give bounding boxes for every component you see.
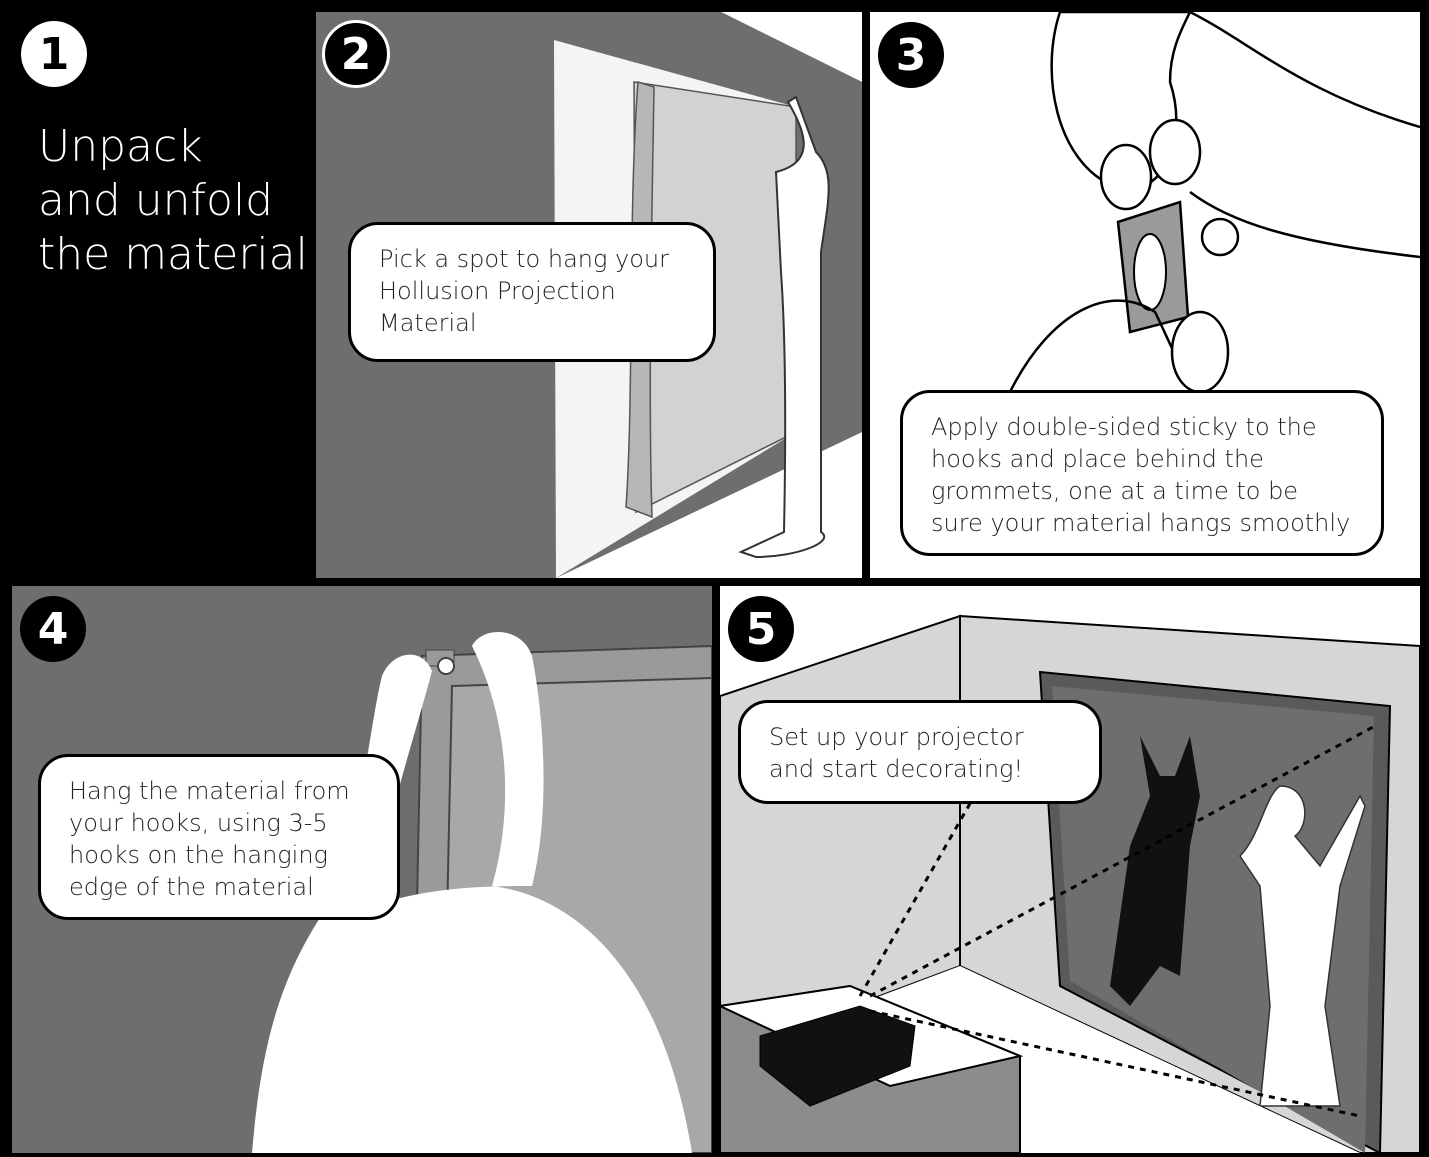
step-5-badge: 5 (728, 596, 794, 662)
panel-step-5: 5 Set up your projector and start decora… (720, 586, 1420, 1153)
step-1-title: Unpack and unfold the material (38, 120, 308, 282)
panel-step-3: 3 Apply double-sided sticky to the hooks… (870, 12, 1420, 578)
step-3-badge: 3 (878, 22, 944, 88)
panel-step-1: 1 Unpack and unfold the material (8, 8, 312, 578)
projector-room-illustration (720, 586, 1420, 1153)
step-2-badge: 2 (322, 20, 390, 88)
step-4-caption: Hang the material from your hooks, using… (38, 754, 400, 920)
panel-step-2: 2 Pick a spot to hang your Hollusion Pro… (316, 12, 862, 578)
step-1-badge: 1 (21, 21, 87, 87)
step-4-badge: 4 (20, 596, 86, 662)
panel-step-4: 4 Hang the material from your hooks, usi… (12, 586, 712, 1153)
step-3-caption: Apply double-sided sticky to the hooks a… (900, 390, 1384, 556)
step-2-caption: Pick a spot to hang your Hollusion Proje… (348, 222, 716, 362)
step-5-caption: Set up your projector and start decorati… (738, 700, 1102, 804)
